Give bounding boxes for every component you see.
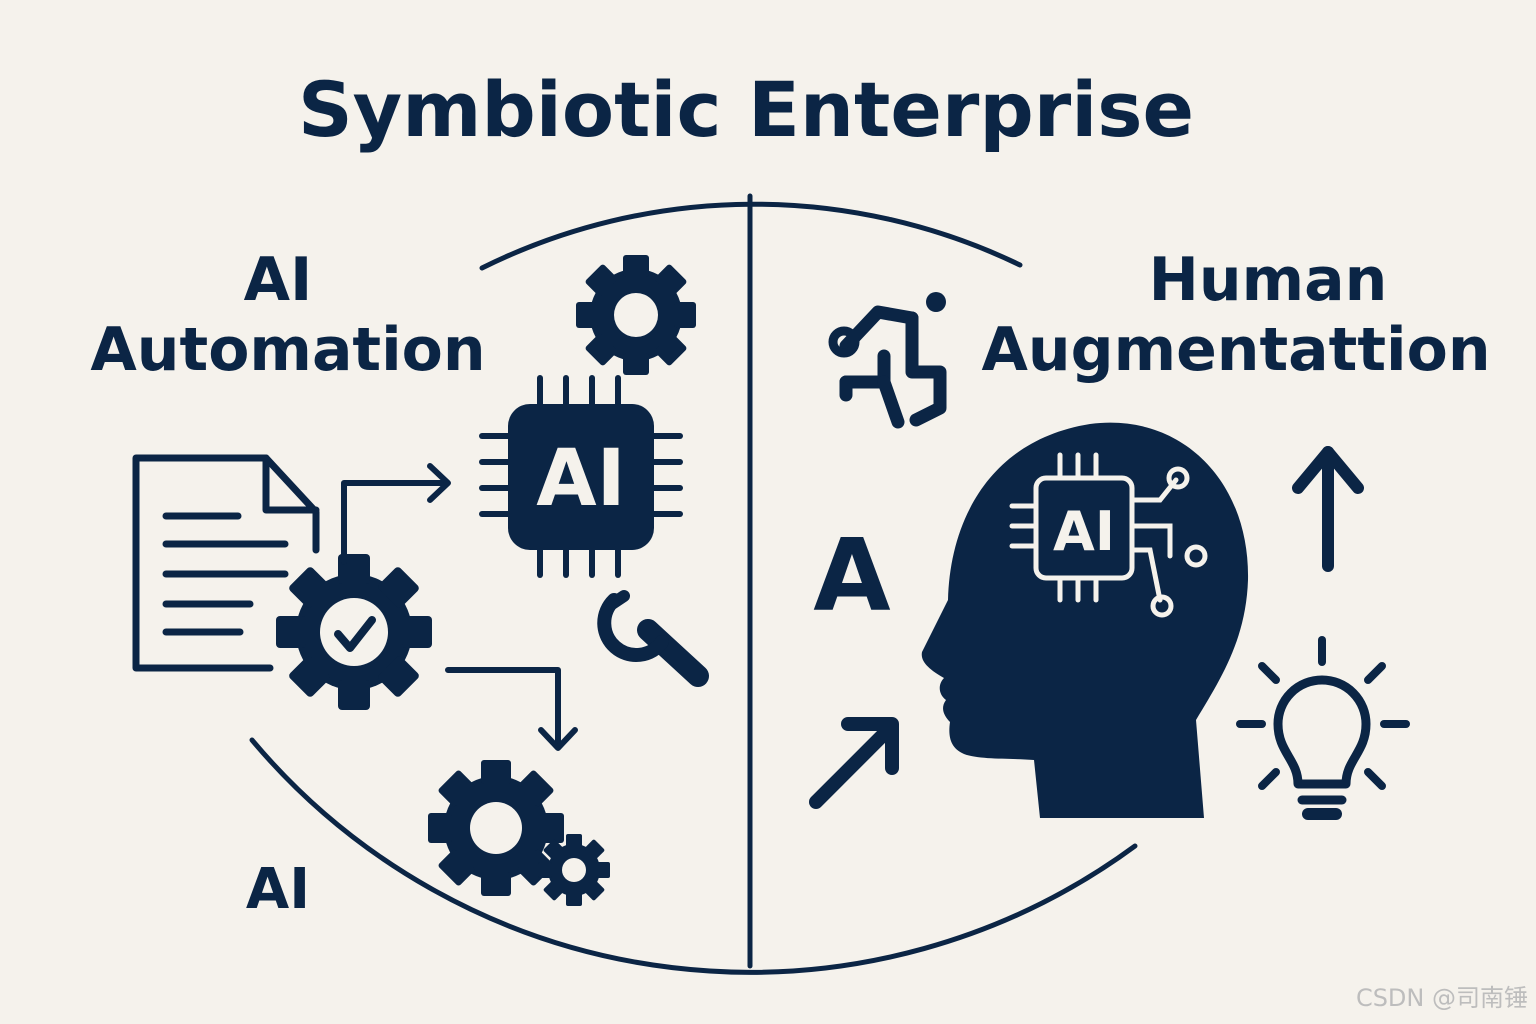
lightbulb-icon xyxy=(1236,636,1410,820)
right-letter-a: A xyxy=(813,517,890,634)
page-title: Symbiotic Enterprise xyxy=(298,65,1194,154)
chip-label: AI xyxy=(536,434,625,524)
watermark: CSDN @司南锤 xyxy=(1356,984,1528,1012)
ai-chip-icon: AI xyxy=(479,375,683,578)
gear-check-icon xyxy=(276,554,432,710)
left-bottom-ai-label: AI xyxy=(246,857,310,922)
human-head-ai-icon: AI xyxy=(921,422,1249,818)
arrow-diagonal-icon xyxy=(809,717,899,809)
left-heading-line2: Automation xyxy=(90,315,485,385)
flow-network-icon xyxy=(828,292,947,429)
arrow-up-icon xyxy=(1292,446,1364,572)
circle-bottom-arc xyxy=(249,737,1138,975)
right-heading-line2: Augmentattion xyxy=(981,315,1490,385)
gears-pair-icon xyxy=(428,760,610,906)
right-heading-line1: Human xyxy=(1149,245,1388,315)
flow-arrows-left xyxy=(341,463,578,751)
head-chip-label: AI xyxy=(1053,500,1115,563)
symbiosis-circle xyxy=(249,193,1138,975)
left-heading-line1: AI xyxy=(244,245,313,315)
wrench-icon xyxy=(597,590,709,687)
gear-icon xyxy=(576,255,696,375)
document-icon xyxy=(132,454,320,672)
